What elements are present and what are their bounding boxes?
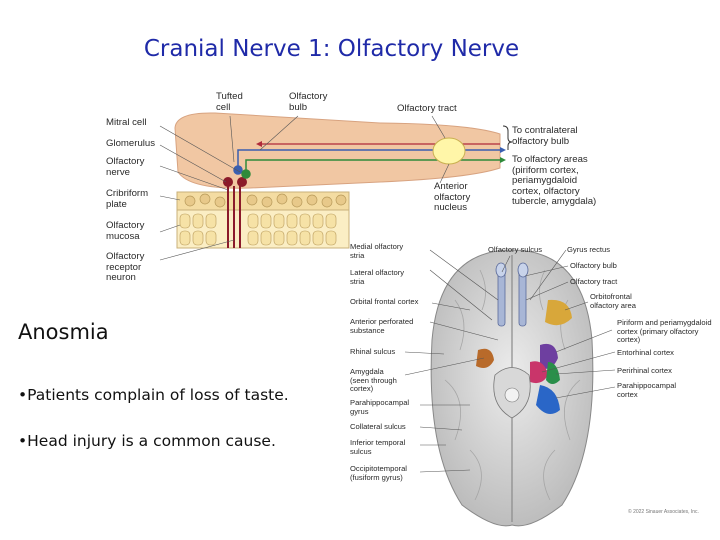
- label-orbitofrontal-olfactory-area: Orbitofrontal olfactory area: [590, 292, 637, 310]
- bullet-head-injury: •Head injury is a common cause.: [18, 432, 276, 450]
- label-parahippocampal-cortex: Parahippocampal cortex: [617, 381, 677, 399]
- perirhinal-cortex: [546, 362, 560, 384]
- label-olfactory-receptor-neuron: Olfactory receptor neuron: [106, 251, 145, 283]
- label-olfactory-nerve: Olfactory nerve: [106, 156, 145, 178]
- label-olfactory-mucosa: Olfactory mucosa: [106, 220, 145, 242]
- label-orbital-frontal-cortex: Orbital frontal cortex: [350, 297, 419, 306]
- copyright-note: © 2022 Sinauer Associates, Inc.: [628, 509, 699, 515]
- label-piriform-periamygdaloid: Piriform and periamygdaloid cortex (prim…: [617, 318, 712, 345]
- leader-lines-brain: [404, 249, 616, 473]
- label-to-olfactory-areas: To olfactory areas (piriform cortex, per…: [512, 154, 597, 207]
- bullet-loss-of-taste: •Patients complain of loss of taste.: [18, 386, 289, 404]
- label-rhinal-sulcus: Rhinal sulcus: [350, 347, 396, 356]
- entorhinal-cortex: [530, 361, 548, 384]
- label-inferior-temporal-sulcus: Inferior temporal sulcus: [350, 438, 406, 456]
- label-olfactory-tract-brain: Olfactory tract: [570, 277, 618, 286]
- label-cribriform-plate: Cribriform plate: [106, 188, 149, 210]
- piriform-cortex: [540, 343, 558, 369]
- label-occipitotemporal: Occipitotemporal (fusiform gyrus): [350, 464, 407, 482]
- label-medial-olfactory-stria: Medial olfactory stria: [350, 242, 404, 260]
- heading-anosmia: Anosmia: [18, 320, 109, 344]
- glomerulus-shape: [223, 177, 233, 187]
- label-entorhinal-cortex: Entorhinal cortex: [617, 348, 674, 357]
- label-parahippocampal-gyrus: Parahippocampal gyrus: [350, 398, 410, 416]
- label-glomerulus: Glomerulus: [106, 138, 156, 149]
- mitral-cell-shape: [241, 159, 500, 179]
- label-tufted-cell: Tufted cell: [216, 91, 243, 113]
- amygdala-shape: [476, 348, 494, 368]
- slide-title: Cranial Nerve 1: Olfactory Nerve: [143, 36, 520, 62]
- receptor-neurons: [227, 186, 241, 248]
- label-olfactory-sulcus: Olfactory sulcus: [488, 245, 543, 254]
- bone-pores: [184, 193, 347, 208]
- label-perirhinal-cortex: Perirhinal cortex: [617, 366, 672, 375]
- label-gyrus-rectus: Gyrus rectus: [567, 245, 611, 254]
- label-amygdala: Amygdala (seen through cortex): [350, 367, 397, 394]
- label-mitral-cell: Mitral cell: [106, 117, 147, 128]
- label-to-contralateral: To contralateral olfactory bulb: [512, 125, 578, 147]
- label-lateral-olfactory-stria: Lateral olfactory stria: [350, 268, 405, 286]
- label-anterior-perforated-substance: Anterior perforated substance: [350, 317, 414, 335]
- orbitofrontal-area: [545, 299, 572, 326]
- label-olfactory-bulb-brain: Olfactory bulb: [570, 261, 617, 270]
- leader-lines-top: [159, 115, 450, 261]
- mucosa-cells: [179, 213, 337, 246]
- label-olfactory-tract: Olfactory tract: [397, 103, 457, 114]
- label-collateral-sulcus: Collateral sulcus: [350, 422, 406, 431]
- label-anterior-olfactory-nucleus: Anterior olfactory nucleus: [434, 181, 471, 213]
- label-olfactory-bulb: Olfactory bulb: [289, 91, 328, 113]
- parahippocampal-cortex: [536, 385, 560, 414]
